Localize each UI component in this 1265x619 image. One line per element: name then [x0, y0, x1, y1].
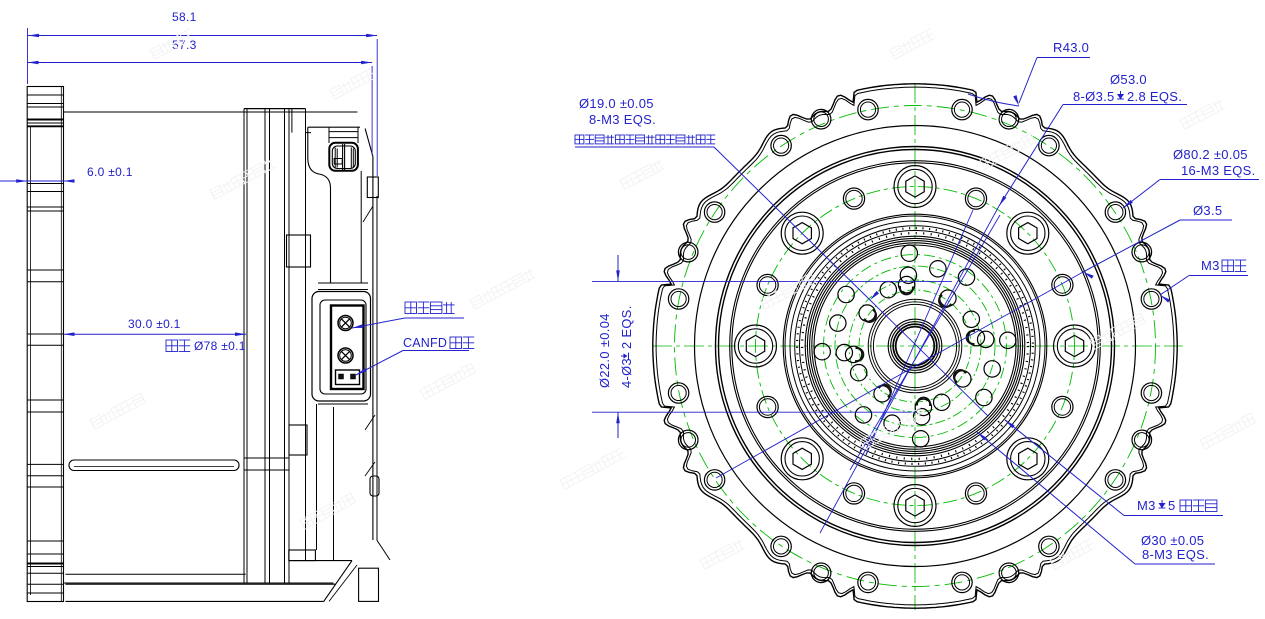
svg-text:58.1: 58.1 [172, 10, 197, 24]
svg-text:Ø80.2 ±0.05: Ø80.2 ±0.05 [1173, 147, 1248, 162]
svg-text:Ø22.0 ±0.04: Ø22.0 ±0.04 [597, 313, 612, 388]
svg-text:Ø30 ±0.05: Ø30 ±0.05 [1141, 533, 1204, 548]
svg-text:30.0 ±0.1: 30.0 ±0.1 [128, 317, 181, 331]
svg-text:8-M3 EQS.: 8-M3 EQS. [589, 112, 656, 127]
svg-text:M3: M3 [1201, 258, 1220, 273]
svg-text:57.3: 57.3 [172, 38, 197, 52]
svg-text:2 EQS.: 2 EQS. [619, 305, 634, 349]
svg-text:8-M3 EQS.: 8-M3 EQS. [1142, 547, 1209, 562]
svg-text:6.0 ±0.1: 6.0 ±0.1 [87, 165, 133, 179]
svg-text:Ø53.0: Ø53.0 [1110, 72, 1147, 87]
svg-text:Ø78 ±0.1: Ø78 ±0.1 [194, 339, 246, 353]
svg-text:Ø19.0 ±0.05: Ø19.0 ±0.05 [579, 96, 654, 111]
svg-text:CANFD: CANFD [403, 336, 447, 350]
svg-text:16-M3 EQS.: 16-M3 EQS. [1181, 163, 1256, 178]
svg-text:2.8 EQS.: 2.8 EQS. [1127, 89, 1182, 104]
svg-text:8-Ø3.5: 8-Ø3.5 [1073, 89, 1115, 104]
svg-text:4-Ø3: 4-Ø3 [619, 358, 634, 388]
svg-text:Ø3.5: Ø3.5 [1193, 203, 1222, 218]
svg-text:M3: M3 [1137, 498, 1156, 513]
svg-text:R43.0: R43.0 [1053, 40, 1089, 55]
svg-text:5: 5 [1168, 498, 1176, 513]
